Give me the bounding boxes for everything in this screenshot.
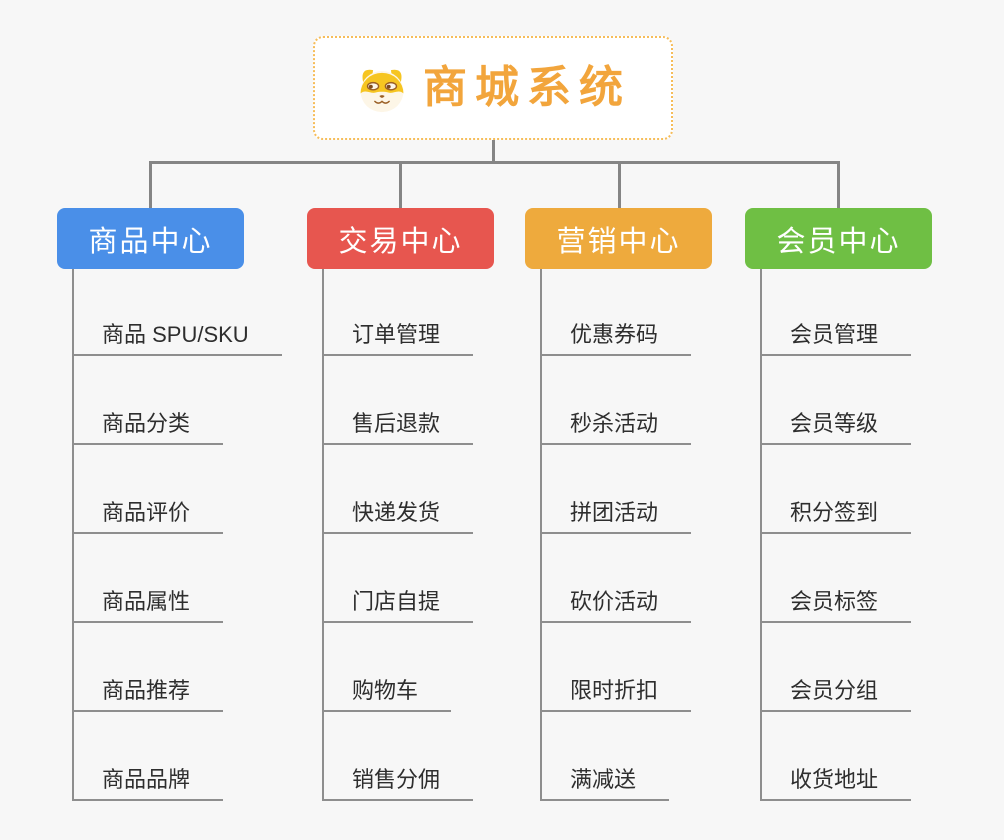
topic-item[interactable]: 商品品牌 — [72, 765, 224, 801]
topic-item[interactable]: 快递发货 — [322, 498, 474, 534]
topic-item[interactable]: 商品评价 — [72, 498, 224, 534]
branch-node-member-center[interactable]: 会员中心 — [745, 208, 932, 269]
topic-item[interactable]: 订单管理 — [322, 320, 474, 356]
topic-item[interactable]: 会员等级 — [760, 409, 912, 445]
topic-item[interactable]: 商品分类 — [72, 409, 224, 445]
root-title: 商城系统 — [423, 63, 631, 112]
dog-face-icon — [360, 69, 404, 113]
topic-item[interactable]: 优惠券码 — [540, 320, 692, 356]
root-node[interactable]: 商城系统 — [313, 36, 673, 140]
connector-drop-1 — [149, 161, 152, 208]
topic-item[interactable]: 积分签到 — [760, 498, 912, 534]
topic-item[interactable]: 商品推荐 — [72, 676, 224, 712]
topic-item[interactable]: 砍价活动 — [540, 587, 692, 623]
connector-drop-2 — [399, 161, 402, 208]
branch-trade-center: 交易中心 订单管理 售后退款 快递发货 门店自提 购物车 销售分佣 — [307, 0, 567, 840]
branch-child-line — [540, 269, 542, 800]
topic-item[interactable]: 购物车 — [322, 676, 452, 712]
topic-item[interactable]: 商品 SPU/SKU — [72, 320, 282, 356]
topic-item[interactable]: 会员管理 — [760, 320, 912, 356]
topic-item[interactable]: 满减送 — [540, 765, 670, 801]
topic-item[interactable]: 售后退款 — [322, 409, 474, 445]
topic-item[interactable]: 限时折扣 — [540, 676, 692, 712]
topic-item[interactable]: 秒杀活动 — [540, 409, 692, 445]
connector-rail — [149, 161, 840, 164]
branch-product-center: 商品中心 商品 SPU/SKU 商品分类 商品评价 商品属性 商品推荐 商品品牌 — [57, 0, 317, 840]
topic-item[interactable]: 会员分组 — [760, 676, 912, 712]
branch-child-line — [72, 269, 74, 800]
branch-member-center: 会员中心 会员管理 会员等级 积分签到 会员标签 会员分组 收货地址 — [745, 0, 1004, 840]
connector-drop-3 — [618, 161, 621, 208]
topic-item[interactable]: 销售分佣 — [322, 765, 474, 801]
topic-item[interactable]: 门店自提 — [322, 587, 474, 623]
branch-marketing-center: 营销中心 优惠券码 秒杀活动 拼团活动 砍价活动 限时折扣 满减送 — [525, 0, 785, 840]
topic-item[interactable]: 拼团活动 — [540, 498, 692, 534]
branch-child-line — [760, 269, 762, 800]
topic-item[interactable]: 收货地址 — [760, 765, 912, 801]
branch-child-line — [322, 269, 324, 800]
connector-drop-4 — [837, 161, 840, 208]
branch-node-marketing-center[interactable]: 营销中心 — [525, 208, 712, 269]
topic-item[interactable]: 会员标签 — [760, 587, 912, 623]
topic-item[interactable]: 商品属性 — [72, 587, 224, 623]
branch-node-trade-center[interactable]: 交易中心 — [307, 208, 494, 269]
branch-node-product-center[interactable]: 商品中心 — [57, 208, 244, 269]
connector-root-stub — [492, 140, 495, 162]
